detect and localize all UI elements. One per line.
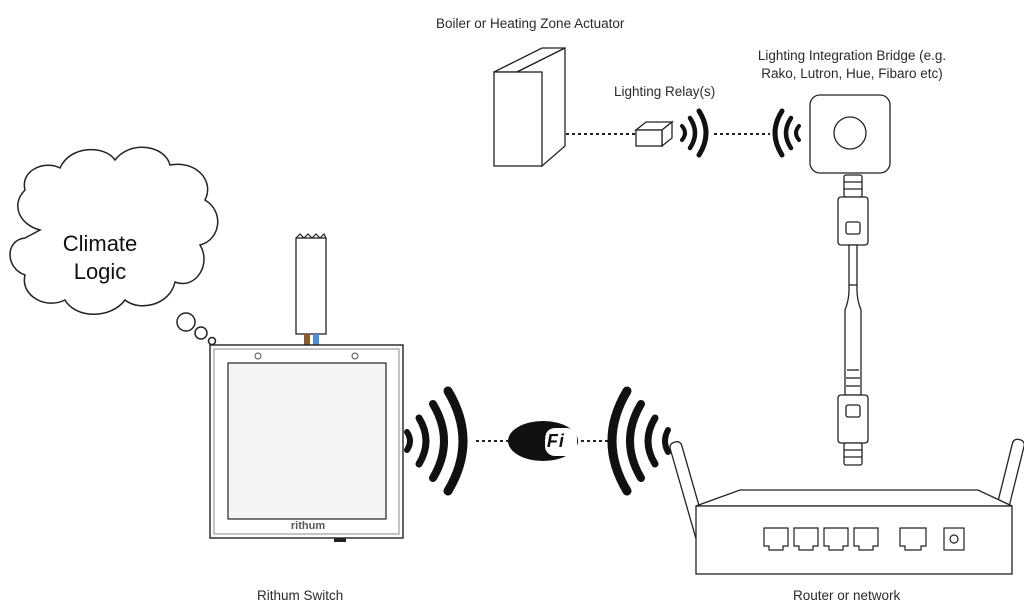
thought-cloud-icon bbox=[9, 146, 219, 346]
ethernet-cable bbox=[837, 174, 869, 466]
switch-brand-logo: rithum bbox=[290, 520, 326, 532]
wireless-waves-icon bbox=[404, 386, 468, 496]
wifi-badge-label: WiFi bbox=[523, 431, 565, 451]
wireless-waves-icon bbox=[680, 108, 709, 158]
actuator-label: Boiler or Heating Zone Actuator bbox=[436, 16, 625, 31]
rithum-switch bbox=[209, 232, 404, 542]
bridge-label-line2: Rako, Lutron, Hue, Fibaro etc) bbox=[761, 66, 943, 81]
bridge-label-line1: Lighting Integration Bridge (e.g. bbox=[757, 48, 947, 63]
router-label: Router or network bbox=[793, 588, 901, 603]
router bbox=[669, 438, 1024, 575]
cloud-label-line2: Logic bbox=[73, 259, 127, 284]
wifi-badge-icon bbox=[508, 421, 578, 461]
lighting-bridge bbox=[809, 94, 891, 174]
wireless-waves-icon bbox=[772, 108, 801, 158]
ethernet-port-icon bbox=[763, 527, 927, 551]
switch-label: Rithum Switch bbox=[257, 588, 344, 603]
boiler-actuator bbox=[493, 46, 566, 168]
cloud-label-line1: Climate bbox=[62, 231, 138, 256]
lighting-relay bbox=[634, 120, 674, 148]
relay-label: Lighting Relay(s) bbox=[614, 84, 716, 99]
wireless-waves-icon bbox=[607, 386, 671, 496]
